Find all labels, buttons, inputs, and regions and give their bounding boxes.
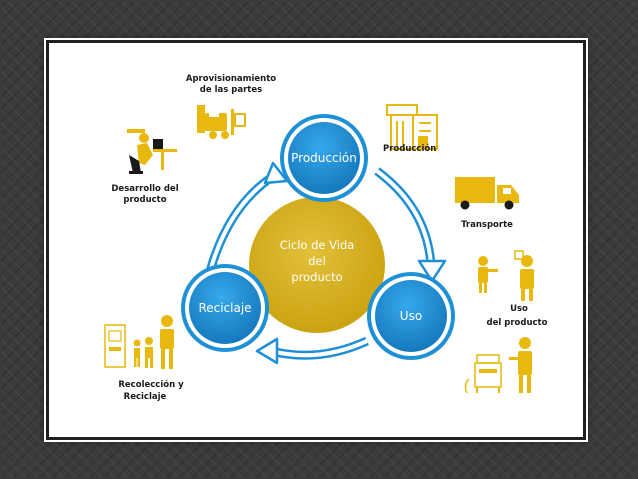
lifecycle-diagram: Ciclo de Vida del producto Producción Us… [104, 74, 548, 402]
copier-user-icon [464, 337, 532, 394]
arrow-produccion-to-uso [374, 167, 436, 266]
center-line-3: producto [291, 270, 342, 284]
factory-icon [386, 104, 438, 150]
label-transporte: Transporte [461, 220, 513, 230]
arrowhead-down [417, 259, 447, 283]
slide: Ciclo de Vida del producto Producción Us… [46, 40, 586, 440]
label-uso-2: del producto [487, 318, 548, 328]
forklift-icon [197, 105, 246, 139]
center-line-2: del [308, 254, 326, 268]
designer-desk-icon [127, 129, 177, 174]
label-recoleccion-1: Recolección y [118, 379, 184, 390]
node-reciclaje-label: Reciclaje [198, 301, 251, 315]
truck-icon [455, 177, 519, 210]
label-desarrollo-2: producto [123, 195, 166, 205]
label-desarrollo-1: Desarrollo del [111, 184, 178, 194]
label-produccion: Producción [383, 143, 436, 154]
arrow-heads [255, 161, 447, 365]
label-aprovisionamiento-1: Aprovisionamiento [186, 74, 276, 84]
node-uso: Uso [367, 272, 455, 360]
recycling-machine-family-icon [104, 315, 174, 369]
node-produccion: Producción [280, 114, 368, 202]
arrowhead-up [263, 161, 289, 185]
label-recoleccion-2: Reciclaje [124, 392, 167, 402]
node-uso-label: Uso [400, 309, 422, 323]
node-produccion-label: Producción [291, 151, 357, 165]
node-reciclaje: Reciclaje [181, 264, 269, 352]
arrowhead-left [255, 337, 279, 365]
person-phone-icon [478, 250, 534, 301]
label-aprovisionamiento-2: de las partes [200, 85, 262, 95]
center-line-1: Ciclo de Vida [280, 238, 355, 252]
label-uso-1: Uso [510, 304, 528, 314]
center-circle [249, 197, 385, 333]
